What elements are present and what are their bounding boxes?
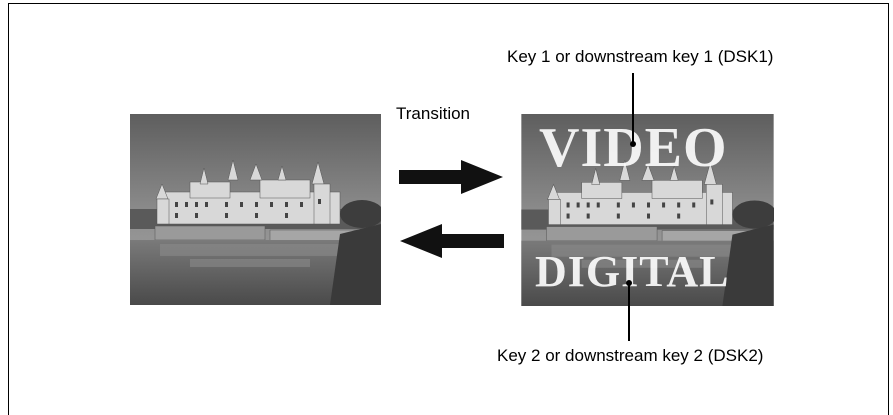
key1-leader-line xyxy=(632,73,634,145)
key1-leader-dot xyxy=(630,141,636,147)
background-image xyxy=(130,114,381,305)
key2-label: Key 2 or downstream key 2 (DSK2) xyxy=(497,346,764,365)
arrow-right-icon xyxy=(399,160,503,194)
castle-picture xyxy=(521,114,774,306)
figure-frame xyxy=(8,3,889,415)
key1-label: Key 1 or downstream key 1 (DSK1) xyxy=(507,47,774,66)
key2-leader-line xyxy=(628,283,630,341)
key2-digital-text: DIGITAL xyxy=(535,247,730,296)
transition-label: Transition xyxy=(396,104,471,123)
arrow-left-icon xyxy=(400,224,504,258)
key2-leader-dot xyxy=(626,280,632,286)
castle-picture xyxy=(130,114,381,305)
keyed-image: VIDEO DIGITAL xyxy=(521,114,774,306)
